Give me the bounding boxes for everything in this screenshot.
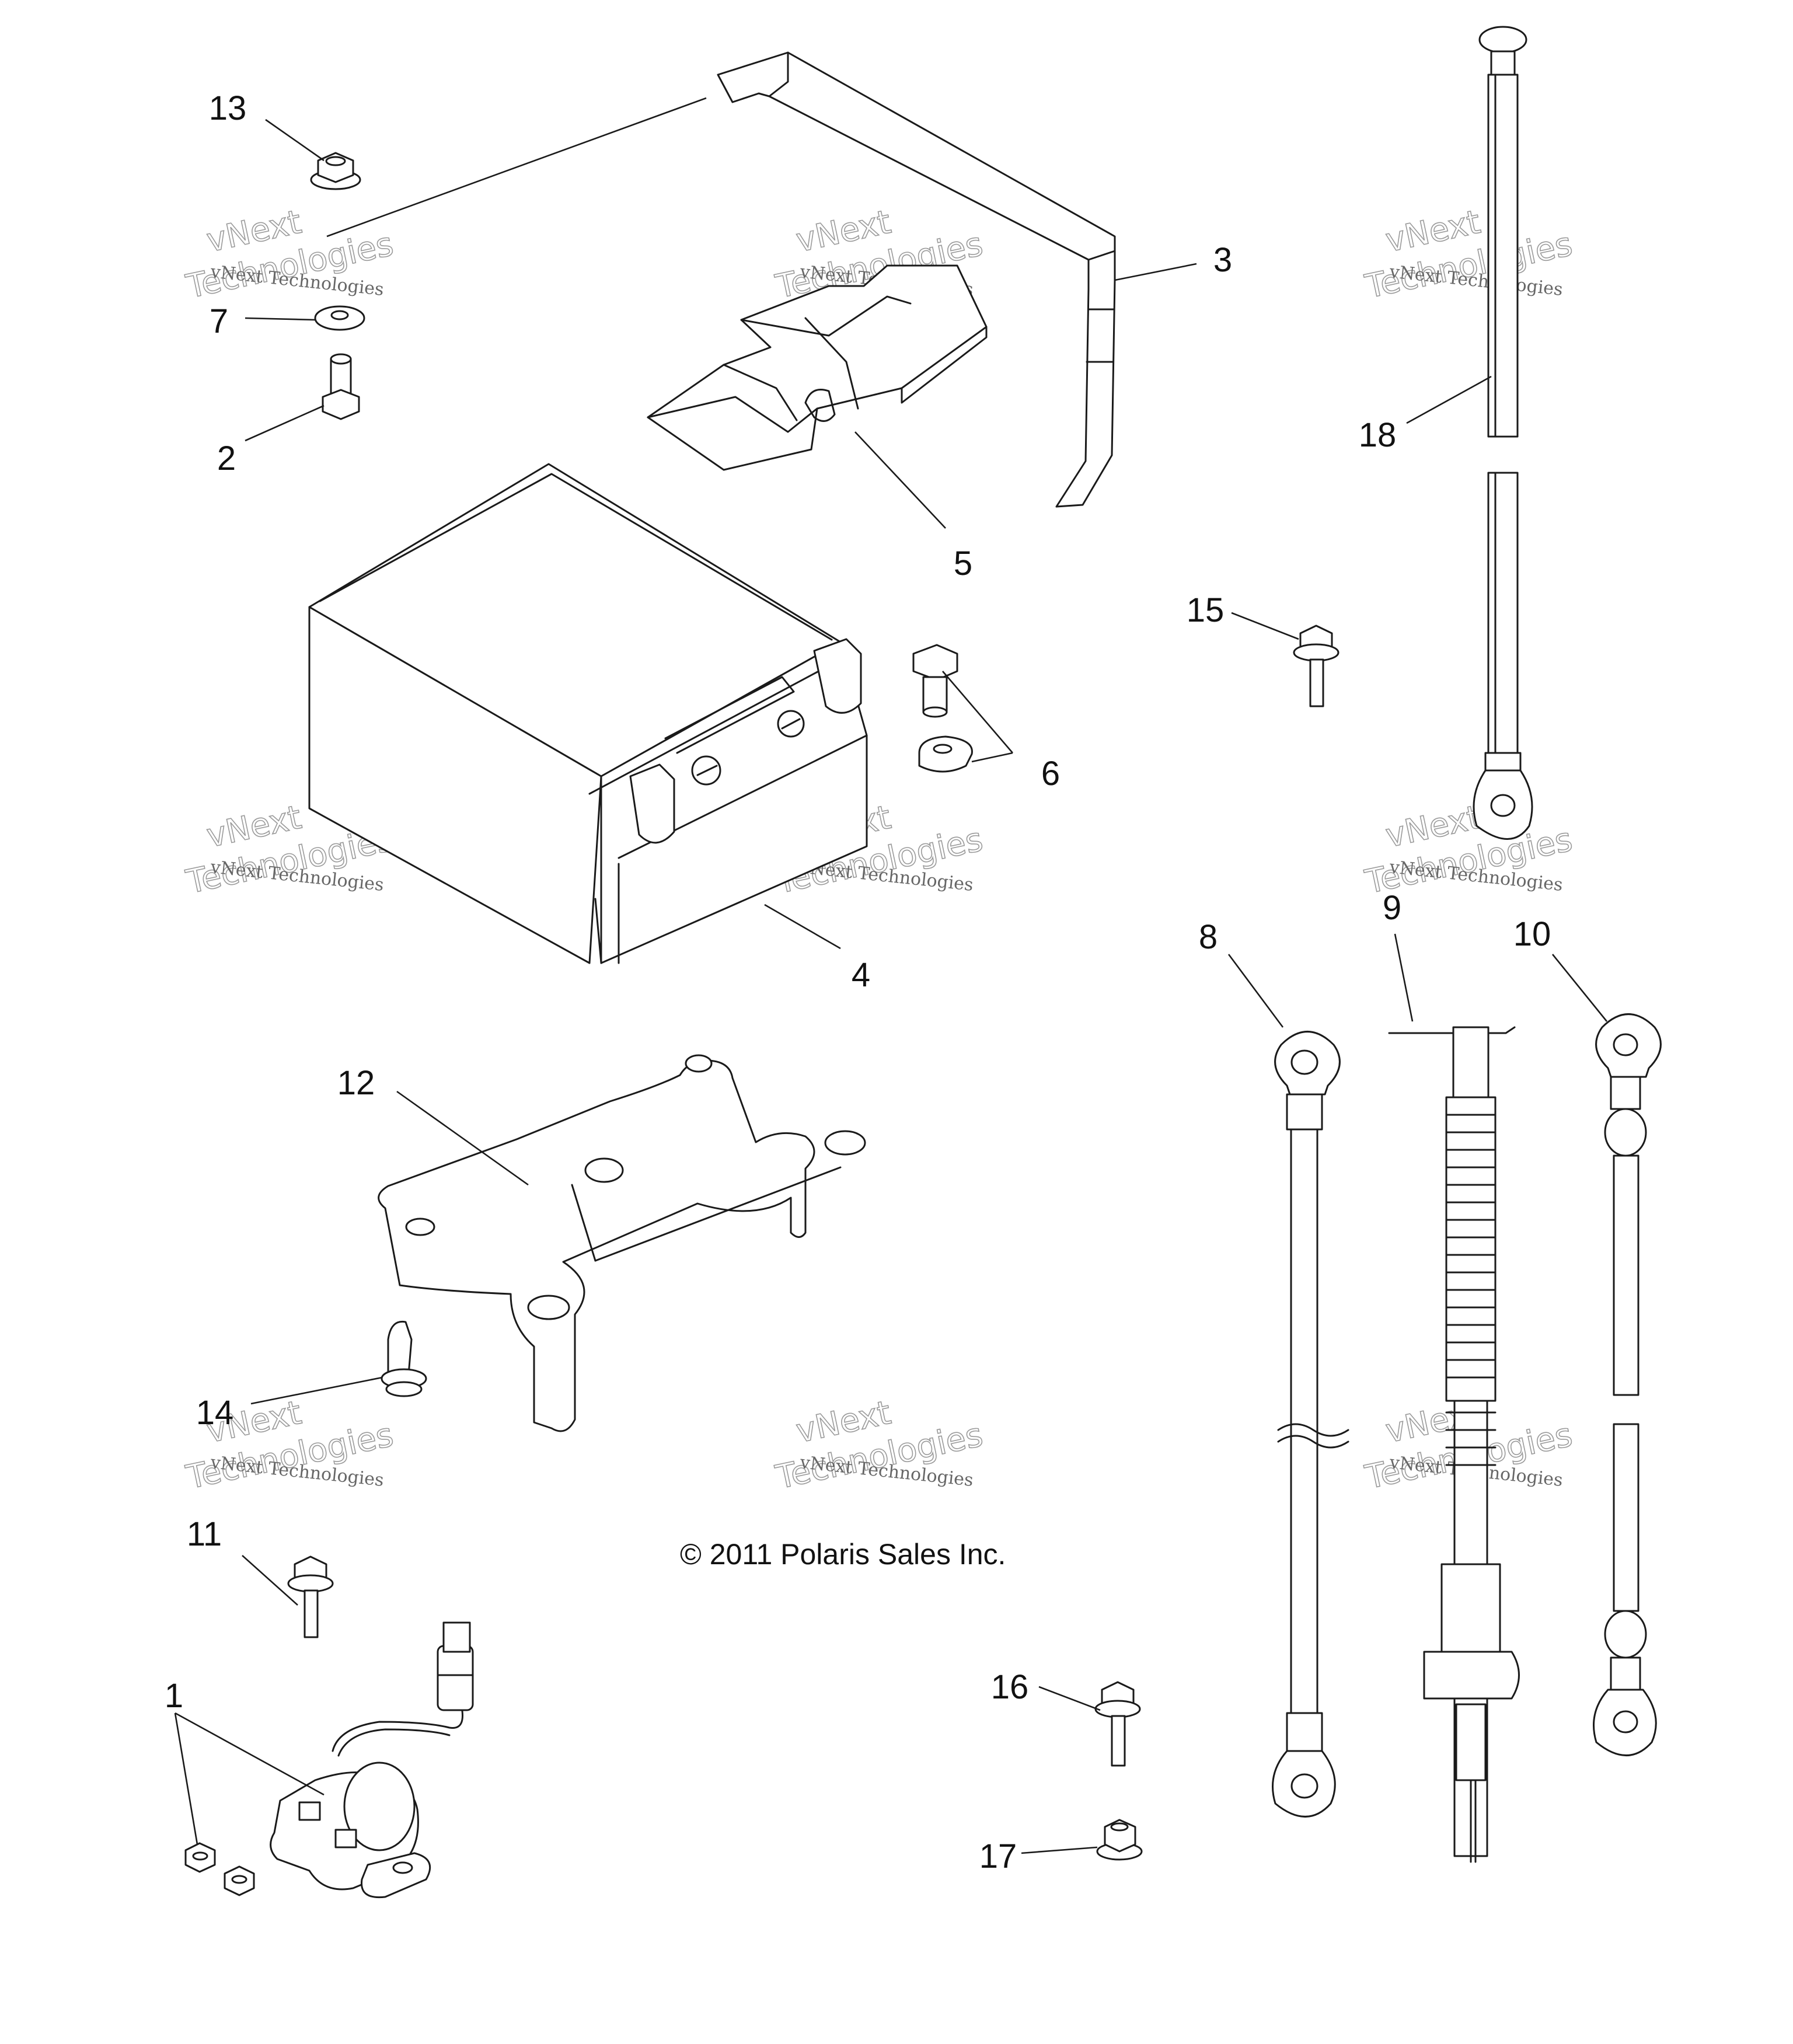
part-15-flange-bolt xyxy=(1293,625,1339,707)
part-1-solenoid xyxy=(270,1621,474,1899)
part-4-battery xyxy=(308,463,868,964)
callout-1: 1 xyxy=(165,1677,183,1715)
callout-4: 4 xyxy=(852,956,870,994)
part-5-battery-pad xyxy=(647,264,988,471)
copyright-notice: © 2011 Polaris Sales Inc. xyxy=(680,1538,1006,1571)
callout-8: 8 xyxy=(1199,918,1218,956)
callout-10: 10 xyxy=(1513,915,1551,953)
part-9-harness xyxy=(1388,1026,1520,1863)
part-17-flange-nut xyxy=(1096,1819,1143,1861)
callout-3: 3 xyxy=(1213,241,1232,279)
callout-13: 13 xyxy=(209,89,247,127)
part-7-washer xyxy=(314,305,365,331)
part-10-cable xyxy=(1593,1013,1662,1756)
callout-9: 9 xyxy=(1383,889,1401,927)
callout-5: 5 xyxy=(954,545,972,582)
callout-6: 6 xyxy=(1041,755,1060,793)
callout-15: 15 xyxy=(1187,591,1225,629)
part-12-battery-bracket xyxy=(378,1054,866,1432)
leader-lines xyxy=(174,97,1608,1854)
part-3-battery-strap xyxy=(717,51,1116,508)
part-8-cable xyxy=(1272,1031,1349,1818)
part-18-cable xyxy=(1473,26,1533,840)
part-11-flange-bolt xyxy=(287,1555,334,1638)
callout-17: 17 xyxy=(979,1837,1017,1875)
part-6-bolt-washer xyxy=(912,644,973,773)
callout-2: 2 xyxy=(217,440,236,477)
callout-12: 12 xyxy=(337,1064,375,1102)
callout-14: 14 xyxy=(196,1394,234,1432)
callout-7: 7 xyxy=(210,302,228,340)
callout-11: 11 xyxy=(187,1515,222,1553)
callout-16: 16 xyxy=(991,1668,1029,1706)
callout-labels: 13 7 2 3 5 6 4 18 15 8 9 10 12 14 11 1 1… xyxy=(165,89,1551,1875)
part-1-nuts xyxy=(184,1842,255,1896)
part-13-flange-nut xyxy=(310,152,361,190)
part-14-push-rivet xyxy=(381,1320,427,1397)
part-16-flange-bolt xyxy=(1094,1681,1141,1767)
callout-18: 18 xyxy=(1359,416,1397,454)
part-2-bolt xyxy=(322,353,360,420)
